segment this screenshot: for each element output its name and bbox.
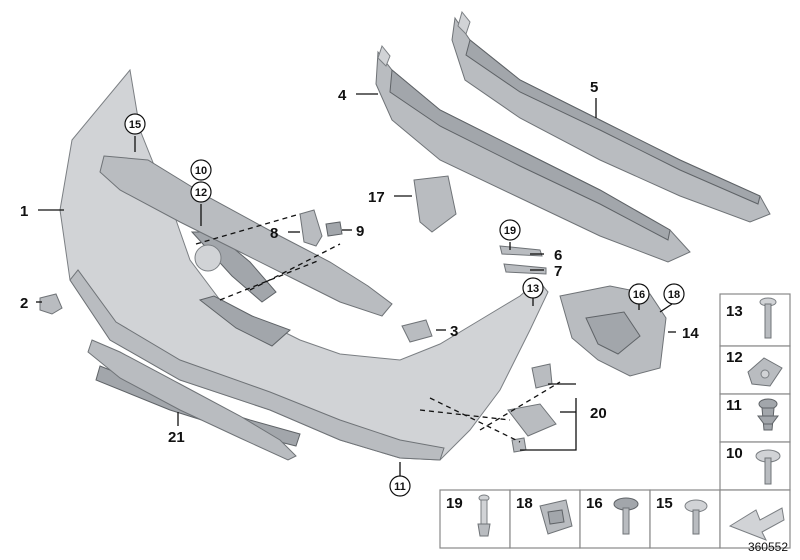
part-4-carrier-front [375,44,691,263]
part-14-side-bracket [559,285,667,377]
svg-text:13: 13 [527,283,539,295]
callout-12: 12 [190,181,212,203]
fastener-panel-bottom: 19 18 16 15 [439,489,791,549]
screw-13-icon [759,297,777,339]
callout-16: 16 [628,283,650,305]
label-part-3: 3 [450,323,458,340]
part-21-lower-spoiler [87,339,297,461]
screw-16-icon [613,497,639,535]
screw-15-icon [684,499,708,535]
svg-text:19: 19 [504,225,516,237]
svg-text:12: 12 [195,187,207,199]
clip-nut-12-icon [747,357,783,387]
part-20-mounts [507,363,557,453]
part-2-cap [39,293,63,315]
callout-13: 13 [522,277,544,299]
svg-text:16: 16 [633,289,645,301]
svg-text:10: 10 [195,165,207,177]
part-17-bracket [413,175,457,233]
label-part-6: 6 [554,247,562,264]
callout-18: 18 [663,283,685,305]
part-8-holder [299,209,323,247]
clip-18-icon [539,499,573,535]
document-number: 360552 [747,540,788,554]
part-9-clip [325,221,343,237]
reference-arrow-icon [728,507,785,541]
fastener-label-10: 10 [726,445,743,462]
fastener-label-18: 18 [516,495,533,512]
callout-10: 10 [190,159,212,181]
fastener-label-11: 11 [726,397,742,414]
label-part-4: 4 [338,87,347,104]
fastener-label-19: 19 [446,495,463,512]
callout-19: 19 [499,219,521,241]
assembly-guide-lines [195,213,561,443]
label-part-21: 21 [168,429,185,446]
svg-text:11: 11 [394,481,406,493]
label-part-5: 5 [590,79,598,96]
label-part-20: 20 [590,405,607,422]
part-7-rail [503,263,547,275]
label-part-1: 1 [20,203,28,220]
fastener-label-15: 15 [656,495,673,512]
label-part-7: 7 [554,263,562,280]
fastener-label-16: 16 [586,495,603,512]
label-part-9: 9 [356,223,364,240]
svg-text:15: 15 [129,119,141,131]
svg-text:18: 18 [668,289,680,301]
callout-11: 11 [389,475,411,497]
part-3-cover [401,319,433,343]
label-part-8: 8 [270,225,278,242]
part-trim-strip-upper [99,155,393,317]
fastener-panel-right: 13 12 11 10 [719,293,791,491]
label-part-17: 17 [368,189,385,206]
flange-screw-10-icon [755,449,781,485]
label-part-2: 2 [20,295,28,312]
fastener-label-12: 12 [726,349,743,366]
fastener-label-13: 13 [726,303,743,320]
label-part-14: 14 [682,325,699,342]
push-pin-19-icon [477,494,491,537]
rivet-11-icon [757,398,779,431]
leader-lines [36,93,676,476]
callout-15: 15 [124,113,146,135]
part-5-carrier-rear [451,10,771,223]
